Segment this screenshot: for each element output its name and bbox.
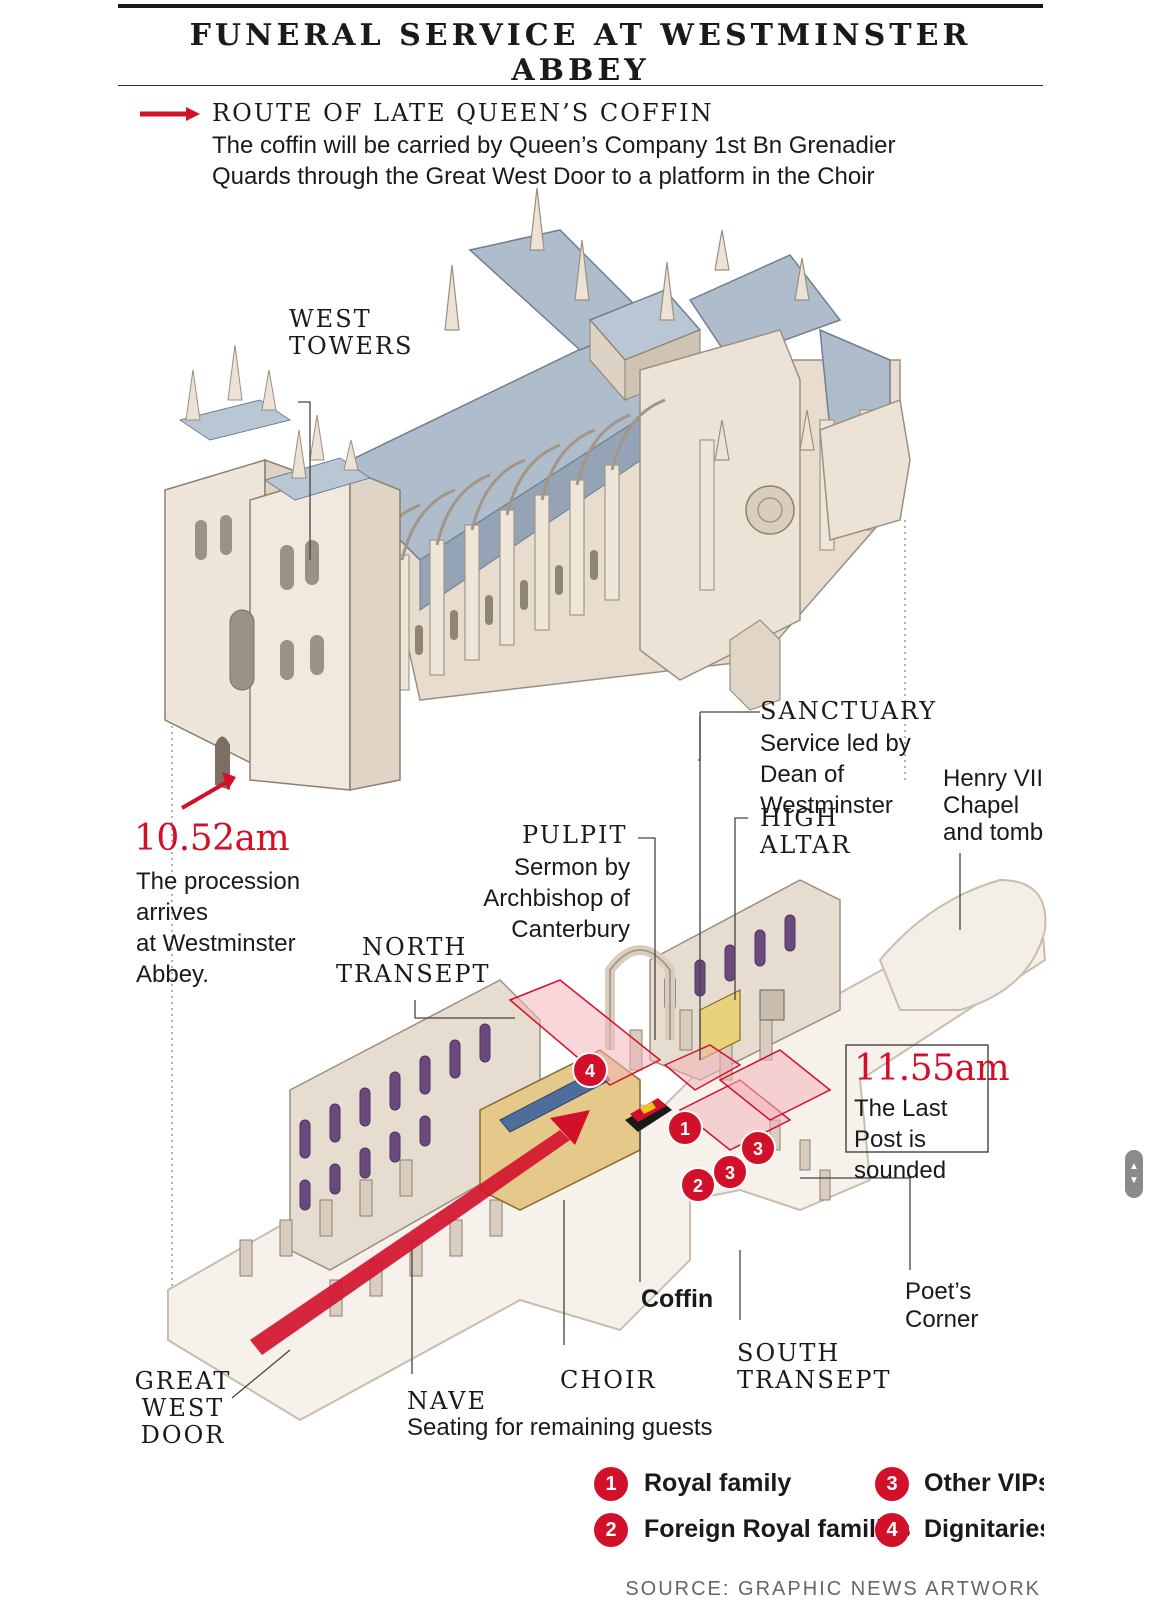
arrival-arrow — [180, 780, 229, 810]
pulpit-line3: Canterbury — [511, 916, 630, 943]
scroll-up-icon: ▲ — [1129, 1161, 1139, 1172]
henry-vii-chapel — [878, 878, 1047, 1011]
route-arrow-icon — [140, 107, 200, 121]
page-title: FUNERAL SERVICE AT WESTMINSTER ABBEY — [189, 18, 972, 88]
leader-west-towers — [298, 401, 311, 560]
route-desc-line1: The coffin will be carried by Queen’s Co… — [212, 132, 896, 159]
route-heading: ROUTE OF LATE QUEEN’S COFFIN — [212, 99, 714, 127]
arrival-line4: Abbey. — [136, 961, 209, 988]
marker-3b — [712, 1154, 748, 1190]
label-great-west-door-1: GREAT — [134, 1367, 232, 1395]
label-north-transept-2: TRANSEPT — [336, 960, 491, 988]
last-post-line1: The Last — [854, 1095, 948, 1122]
label-coffin: Coffin — [641, 1285, 714, 1313]
legend-num-2: 2 — [594, 1513, 628, 1547]
zone-other-vips — [718, 1049, 832, 1121]
marker-1 — [667, 1110, 703, 1146]
svg-text:4: 4 — [585, 1061, 595, 1081]
abbey-cutaway: 4 1 3 3 2 — [167, 878, 1047, 1422]
coffin-icon — [625, 1098, 672, 1132]
label-great-west-door-2: WEST — [141, 1394, 225, 1422]
marker-2 — [680, 1167, 716, 1203]
marker-4 — [572, 1052, 608, 1088]
coffin-route-arrow — [250, 1130, 570, 1355]
label-south-transept-2: TRANSEPT — [737, 1366, 892, 1394]
poets-line2: Corner — [905, 1306, 979, 1333]
legend-label-4: Dignitaries — [924, 1515, 1044, 1543]
marker-3a — [740, 1130, 776, 1166]
seat-markers: 4 1 3 3 2 — [572, 1052, 776, 1203]
legend-num-3: 3 — [875, 1467, 909, 1501]
sanctuary-line3: Westminster — [760, 792, 893, 819]
legend-num-1: 1 — [594, 1467, 628, 1501]
rose-window — [745, 485, 795, 535]
leader-poets — [800, 1177, 911, 1270]
sanctuary-tomb — [759, 989, 785, 1021]
legend-label-3: Other VIPs — [924, 1469, 1044, 1497]
arrival-line3: at Westminster — [136, 930, 296, 957]
leader-pulpit — [638, 837, 656, 1040]
west-towers — [164, 344, 401, 791]
henry-line2: Chapel — [943, 792, 1020, 819]
legend-num-4: 4 — [875, 1513, 909, 1547]
zone-royal-family — [663, 1044, 742, 1091]
label-west-towers-2: TOWERS — [289, 332, 414, 360]
pulpit-line1: Sermon by — [513, 854, 630, 881]
svg-text:3: 3 — [753, 1139, 763, 1159]
label-high-altar-1: HIGH — [760, 804, 839, 832]
last-post-line3: sounded — [854, 1157, 947, 1184]
poets-line1: Poet’s — [905, 1278, 972, 1305]
south-transept — [639, 329, 801, 681]
label-sanctuary: SANCTUARY — [760, 697, 938, 725]
nave-desc: Seating for remaining guests — [407, 1414, 713, 1441]
scroll-down-icon: ▼ — [1129, 1175, 1139, 1186]
top-rule — [118, 4, 1043, 8]
last-post-time: 11.55am — [854, 1048, 1010, 1089]
legend-label-1: Royal family — [644, 1469, 792, 1497]
scrollbar-handle[interactable]: ▲ ▼ — [1125, 1150, 1143, 1198]
sanctuary-line1: Service led by — [760, 730, 911, 757]
last-post-line2: Post is — [854, 1126, 927, 1153]
header-rule — [118, 85, 1043, 86]
henry-line3: and tomb — [943, 819, 1043, 846]
label-choir: CHOIR — [560, 1366, 657, 1394]
sanctuary-line2: Dean of — [760, 761, 845, 788]
svg-text:3: 3 — [725, 1163, 735, 1183]
label-high-altar-2: ALTAR — [760, 831, 852, 859]
leader-great-west-door — [231, 1349, 291, 1399]
label-great-west-door-3: DOOR — [140, 1421, 226, 1449]
label-north-transept-1: NORTH — [362, 933, 468, 961]
svg-text:1: 1 — [680, 1119, 690, 1139]
source-credit: SOURCE: GRAPHIC NEWS ARTWORK — [625, 1578, 1041, 1600]
label-west-towers-1: WEST — [289, 305, 372, 333]
leader-north-transept — [414, 1000, 515, 1019]
leader-high-altar — [734, 817, 748, 1000]
arrival-line1: The procession — [136, 868, 301, 895]
pulpit-line2: Archbishop of — [483, 885, 630, 912]
label-south-transept-1: SOUTH — [737, 1339, 841, 1367]
zone-dignitaries — [508, 979, 662, 1086]
legend-label-2: Foreign Royal families — [644, 1515, 911, 1543]
last-post-box — [845, 1044, 989, 1153]
route-desc-line2: Quards through the Great West Door to a … — [212, 163, 875, 190]
henry-line1: Henry VII — [943, 765, 1043, 792]
label-nave: NAVE — [407, 1387, 487, 1415]
seating-legend: 1 Royal family 2 Foreign Royal families … — [594, 1467, 1044, 1557]
label-pulpit: PULPIT — [522, 821, 628, 849]
abbey-exterior — [164, 187, 911, 791]
svg-text:2: 2 — [693, 1176, 703, 1196]
arrival-time: 10.52am — [134, 818, 290, 859]
arrival-line2: arrives — [136, 899, 209, 926]
